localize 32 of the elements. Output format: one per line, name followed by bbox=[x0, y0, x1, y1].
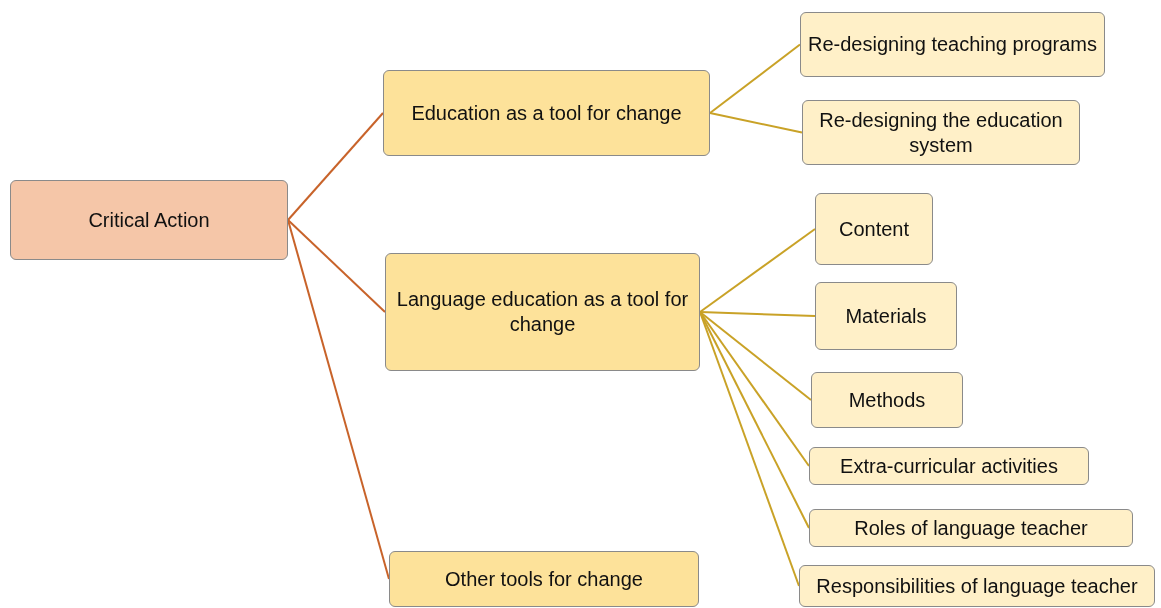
topic-box bbox=[809, 447, 1089, 485]
node-label: Methods bbox=[848, 387, 926, 413]
node-label: Materials bbox=[845, 303, 927, 329]
topic-box bbox=[802, 100, 1080, 165]
topic-box bbox=[809, 509, 1133, 547]
node-label: Responsibilities of language teacher bbox=[816, 573, 1138, 599]
node-label: Critical Action bbox=[88, 207, 210, 233]
topic-box bbox=[800, 12, 1105, 77]
topic-box bbox=[815, 193, 933, 265]
topic-box bbox=[799, 565, 1155, 607]
connector-line bbox=[287, 112, 384, 221]
connector-line bbox=[699, 228, 816, 313]
node-label: Education as a tool for change bbox=[411, 100, 682, 126]
node-label: Re-designing teaching programs bbox=[807, 32, 1098, 57]
connector-line bbox=[287, 219, 390, 580]
topic-box bbox=[385, 253, 700, 371]
connector-line bbox=[699, 311, 816, 317]
node-label: Extra-curricular activities bbox=[840, 453, 1058, 479]
topic-box bbox=[815, 282, 957, 350]
node-label: Content bbox=[838, 216, 910, 242]
topic-box bbox=[383, 70, 710, 156]
connector-line bbox=[699, 311, 812, 401]
node-label: Other tools for change bbox=[445, 566, 643, 592]
node-label: Roles of language teacher bbox=[854, 515, 1088, 541]
root-box bbox=[10, 180, 288, 260]
node-label: Re-designing the education system bbox=[818, 107, 1064, 158]
topic-box bbox=[389, 551, 699, 607]
connector-line bbox=[709, 43, 801, 114]
connector-line bbox=[709, 112, 803, 134]
connector-line bbox=[287, 219, 386, 313]
node-label: Language education as a tool for change bbox=[395, 287, 690, 337]
topic-box bbox=[811, 372, 963, 428]
